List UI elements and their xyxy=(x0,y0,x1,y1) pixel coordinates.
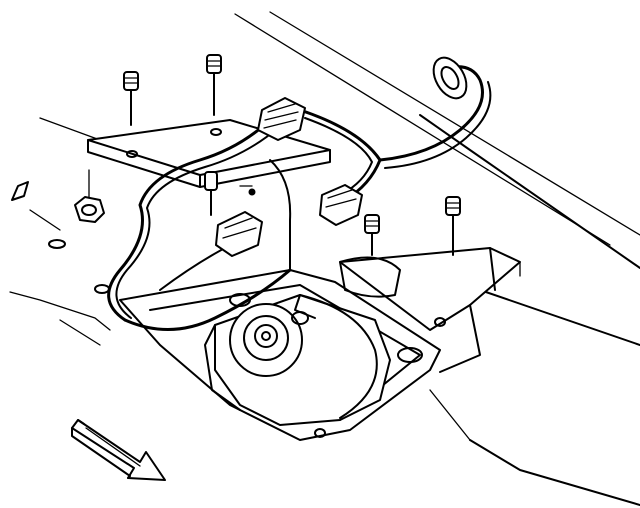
mounting-bolts xyxy=(123,54,461,256)
harness-connectors xyxy=(215,56,468,257)
connector-middle xyxy=(319,184,363,226)
bolt-2 xyxy=(206,54,222,116)
bolt-3 xyxy=(204,171,218,216)
bolt-5 xyxy=(445,196,461,256)
grommet xyxy=(432,56,468,100)
connector-upper xyxy=(257,97,306,141)
pump-motor xyxy=(204,256,401,426)
direction-arrow-icon xyxy=(71,419,166,481)
bolt-4 xyxy=(364,214,380,256)
lower-mounting-bracket xyxy=(339,247,521,373)
bolt-1 xyxy=(123,71,139,126)
hex-nut xyxy=(74,169,105,223)
connector-left xyxy=(215,211,263,257)
